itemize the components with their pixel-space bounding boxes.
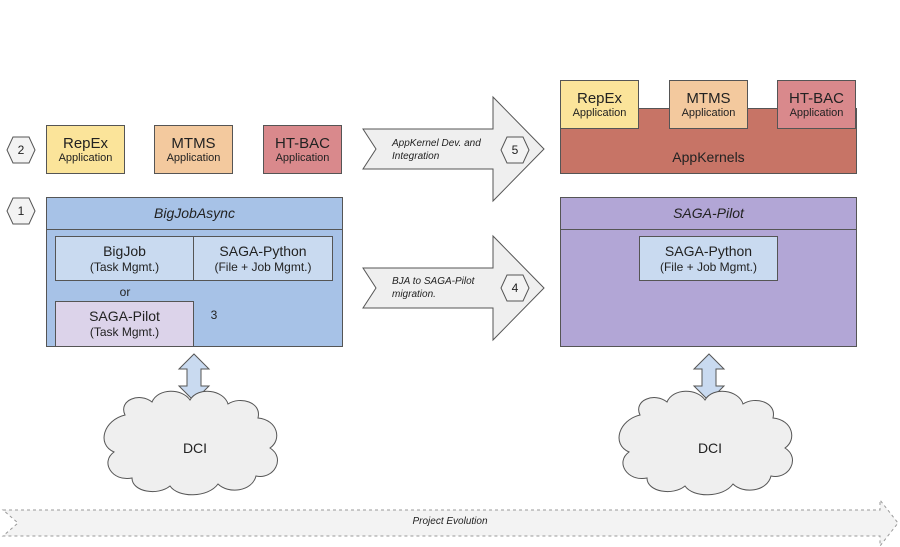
arrow-label-line: migration.: [392, 289, 436, 300]
saga-python-name: SAGA-Python: [219, 242, 307, 259]
left-mtms-app: MTMS Application: [154, 125, 233, 174]
app-sub: Application: [681, 106, 736, 119]
app-name: RepEx: [62, 134, 109, 152]
marker-4-hexagon: [500, 274, 530, 302]
bigjob-box: BigJob (Task Mgmt.): [55, 236, 194, 281]
arrow-label-line: BJA to SAGA-Pilot: [392, 276, 475, 287]
app-sub: Application: [58, 151, 113, 164]
or-label: or: [119, 285, 131, 299]
arrow-label-line: AppKernel Dev. and: [392, 138, 481, 149]
saga-python-sub: (File + Job Mgmt.): [214, 259, 312, 274]
appkernels-label: AppKernels: [672, 149, 745, 165]
left-dci-label: DCI: [182, 440, 208, 456]
migration-arrow-label: BJA to SAGA-Pilot migration.: [392, 275, 502, 301]
marker-2-hexagon: [6, 136, 36, 164]
app-sub: Application: [572, 106, 627, 119]
bigjob-name: BigJob: [103, 242, 146, 259]
app-name: HT-BAC: [788, 89, 844, 107]
marker-2: 2: [17, 143, 25, 157]
bigjobasync-title: BigJobAsync: [47, 198, 342, 230]
app-name: MTMS: [686, 89, 731, 107]
app-name: RepEx: [576, 89, 623, 107]
left-saga-python-box: SAGA-Python (File + Job Mgmt.): [193, 236, 333, 281]
marker-4: 4: [511, 281, 519, 295]
left-htbac-app: HT-BAC Application: [263, 125, 342, 174]
left-cloud: [103, 390, 278, 496]
marker-5: 5: [511, 143, 519, 157]
app-sub: Application: [166, 151, 221, 164]
saga-pilot-title: SAGA-Pilot: [561, 198, 856, 230]
right-htbac-app: HT-BAC Application: [777, 80, 856, 129]
marker-3: 3: [210, 308, 218, 322]
app-name: HT-BAC: [274, 134, 330, 152]
saga-python-sub: (File + Job Mgmt.): [659, 259, 758, 274]
appkernel-arrow: [362, 95, 545, 203]
marker-1-hexagon: [6, 197, 36, 225]
saga-pilot-sub: (Task Mgmt.): [89, 325, 160, 339]
saga-pilot-name: SAGA-Pilot: [89, 308, 160, 324]
right-mtms-app: MTMS Application: [669, 80, 748, 129]
saga-python-name: SAGA-Python: [664, 242, 753, 259]
bigjob-sub: (Task Mgmt.): [89, 259, 160, 274]
marker-5-hexagon: [500, 136, 530, 164]
right-cloud: [618, 390, 793, 496]
arrow-label-line: Integration: [392, 151, 440, 162]
right-repex-app: RepEx Application: [560, 80, 639, 129]
project-evolution-arrow: [1, 498, 899, 547]
app-sub: Application: [275, 151, 330, 164]
appkernel-arrow-label: AppKernel Dev. and Integration: [392, 137, 502, 163]
app-sub: Application: [789, 106, 844, 119]
project-evolution-label: Project Evolution: [412, 516, 488, 527]
app-name: MTMS: [171, 134, 216, 152]
marker-1: 1: [17, 204, 25, 218]
right-dci-label: DCI: [697, 440, 723, 456]
migration-arrow: [362, 234, 545, 342]
left-saga-pilot-box: SAGA-Pilot (Task Mgmt.): [55, 301, 194, 347]
right-saga-python-box: SAGA-Python (File + Job Mgmt.): [639, 236, 778, 281]
left-repex-app: RepEx Application: [46, 125, 125, 174]
